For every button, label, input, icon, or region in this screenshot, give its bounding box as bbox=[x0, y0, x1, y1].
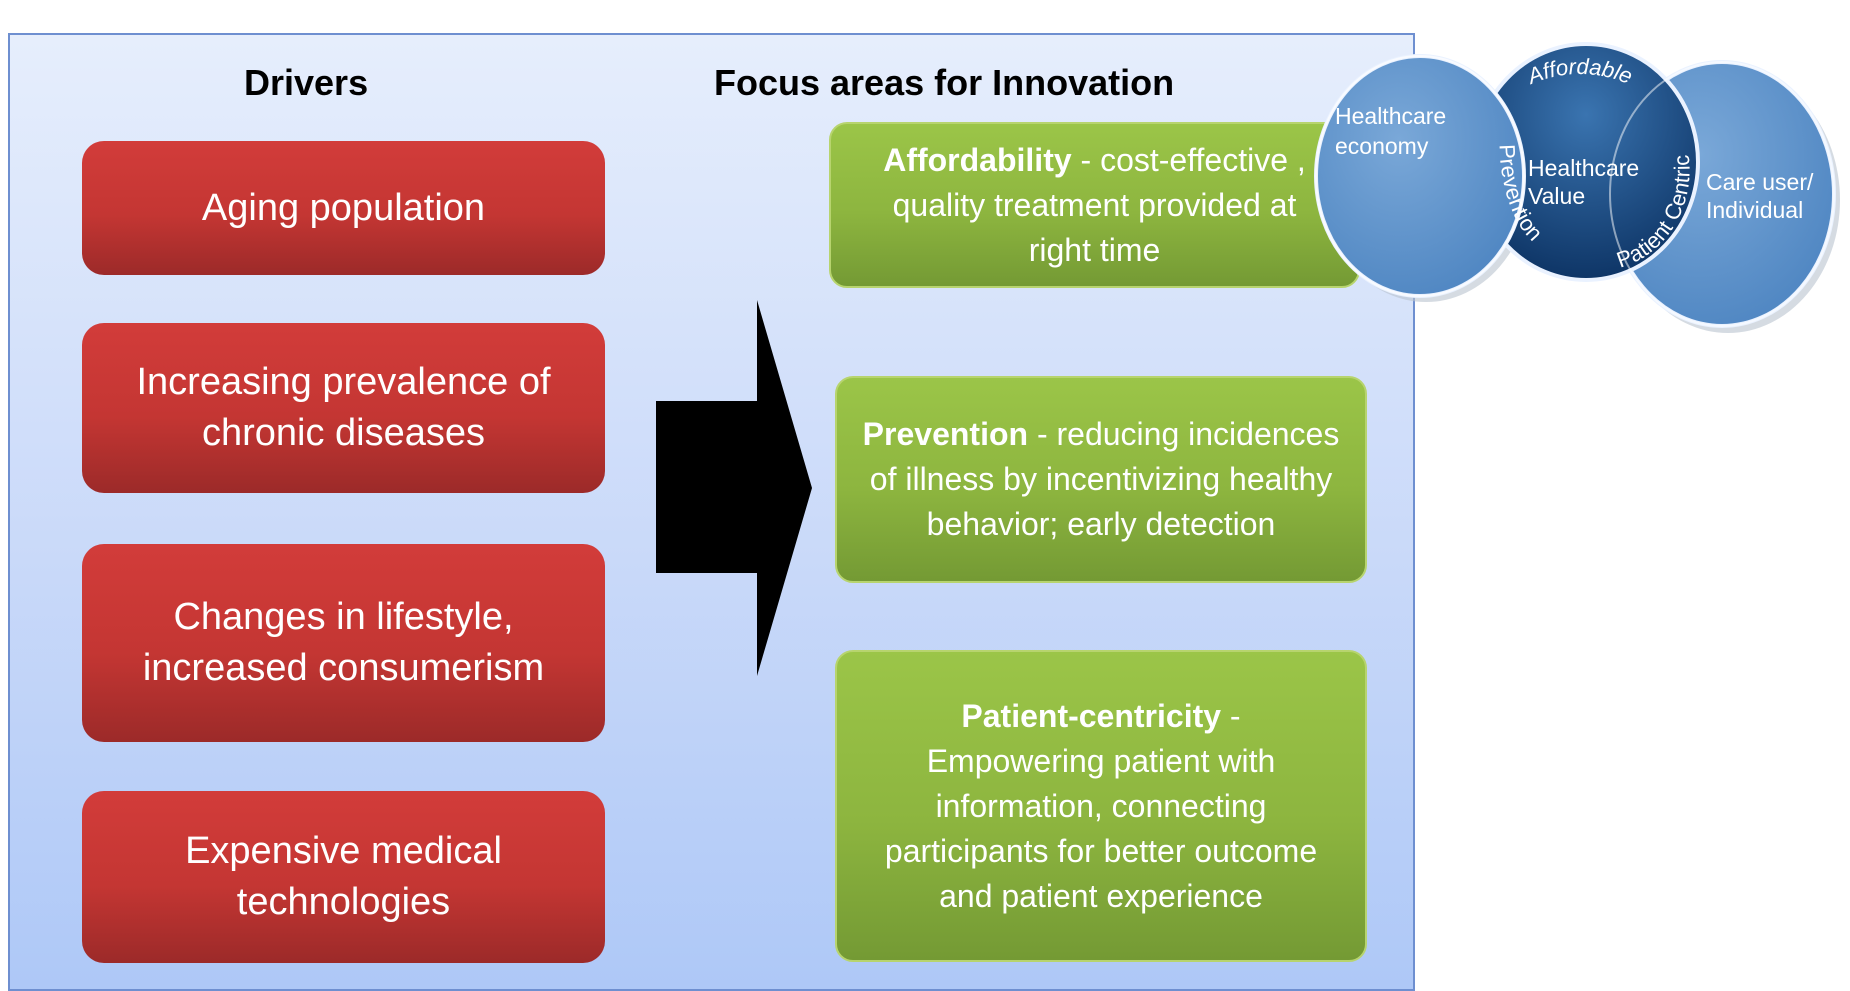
healthcare-value-venn: Healthcare economy Healthcare Value Care… bbox=[1314, 42, 1840, 333]
focus-desc-line3: behavior; early detection bbox=[926, 506, 1276, 542]
focus-patient-centricity: Patient-centricity - Empowering patient … bbox=[835, 650, 1367, 962]
venn-center-label-line2: Value bbox=[1528, 183, 1585, 209]
focus-title: Patient-centricity bbox=[961, 697, 1222, 734]
focus-desc-line5: and patient experience bbox=[939, 877, 1263, 914]
focus-desc-line3: right time bbox=[1028, 231, 1161, 268]
driver-label-line2: chronic diseases bbox=[201, 412, 486, 454]
driver-label-line2: technologies bbox=[236, 881, 451, 923]
driver-label: Aging population bbox=[201, 186, 486, 229]
venn-right-label-line1: Care user/ bbox=[1706, 169, 1814, 195]
venn-left-label-line1: Healthcare bbox=[1335, 103, 1446, 129]
focus-desc-line1: - cost-effective , bbox=[1071, 141, 1306, 178]
driver-label-line1: Changes in lifestyle, bbox=[173, 596, 514, 638]
driver-medical-technologies: Expensive medical technologies bbox=[82, 791, 605, 963]
driver-chronic-diseases: Increasing prevalence of chronic disease… bbox=[82, 323, 605, 493]
focus-title: Prevention bbox=[862, 416, 1029, 452]
driver-label-line1: Expensive medical bbox=[185, 830, 502, 872]
driver-aging-population: Aging population bbox=[82, 141, 605, 275]
venn-left-circle bbox=[1314, 54, 1526, 298]
focus-desc-line1: - reducing incidences bbox=[1028, 416, 1340, 452]
venn-left-label-line2: economy bbox=[1335, 133, 1429, 159]
focus-prevention: Prevention - reducing incidences of illn… bbox=[835, 376, 1367, 583]
focus-heading: Focus areas for Innovation bbox=[714, 62, 1175, 103]
driver-label-line1: Increasing prevalence of bbox=[136, 361, 551, 403]
driver-lifestyle-consumerism: Changes in lifestyle, increased consumer… bbox=[82, 544, 605, 742]
focus-desc-line2: Empowering patient with bbox=[926, 742, 1276, 779]
focus-desc-line4: participants for better outcome bbox=[884, 832, 1318, 869]
focus-desc-line2: quality treatment provided at bbox=[892, 186, 1297, 223]
right-arrow-icon bbox=[656, 300, 812, 676]
focus-title: Affordability bbox=[883, 141, 1072, 178]
focus-desc-line1: - bbox=[1221, 697, 1241, 734]
focus-affordability: Affordability - cost-effective , quality… bbox=[829, 122, 1360, 288]
venn-center-label-line1: Healthcare bbox=[1528, 155, 1639, 181]
venn-right-label-line2: Individual bbox=[1706, 197, 1803, 223]
focus-desc-line2: of illness by incentivizing healthy bbox=[869, 461, 1333, 497]
focus-desc-line3: information, connecting bbox=[935, 787, 1267, 824]
driver-label-line2: increased consumerism bbox=[142, 647, 545, 689]
drivers-heading: Drivers bbox=[244, 62, 369, 103]
